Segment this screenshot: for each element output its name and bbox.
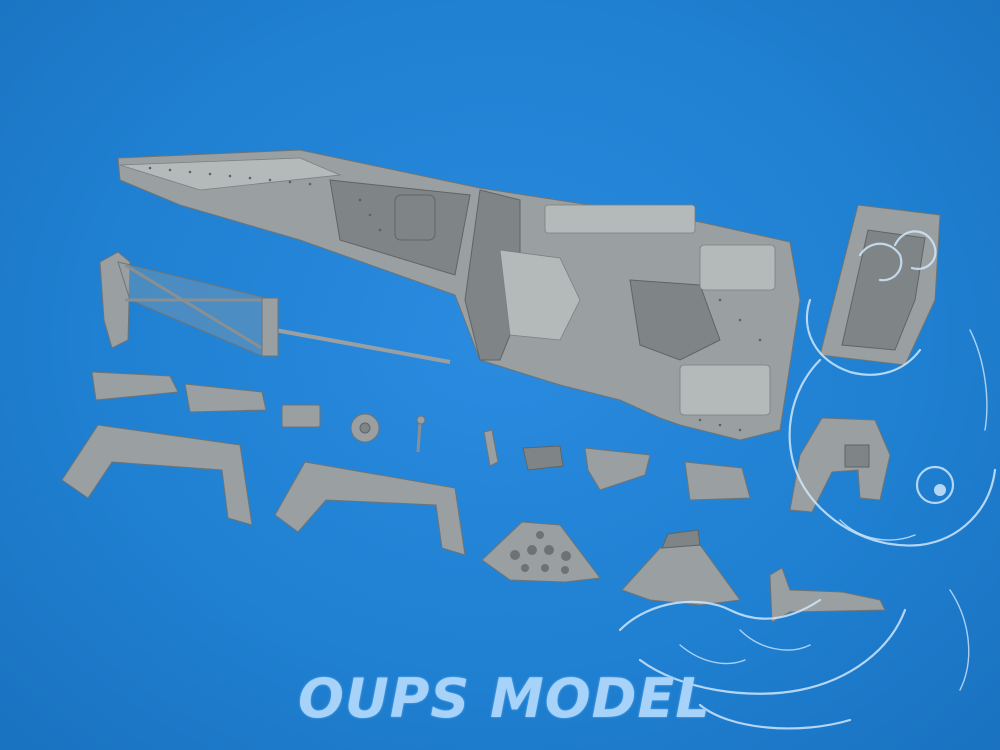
- mascot-eye: [934, 484, 946, 496]
- lever-part: [769, 567, 886, 623]
- pilot-seat: [819, 204, 941, 366]
- curved-panel: [621, 529, 741, 606]
- side-console-left: [61, 424, 253, 526]
- brand-watermark: OUPS MODEL: [298, 667, 711, 730]
- frame-assembly: [99, 251, 451, 364]
- small-details: [350, 413, 751, 501]
- cockpit-tub: [117, 149, 801, 441]
- small-blocks: [91, 371, 321, 428]
- side-console-right: [274, 461, 466, 556]
- seat-frame: [789, 417, 891, 513]
- mascot-watermark: [618, 230, 997, 730]
- instrument-panel: [481, 521, 601, 583]
